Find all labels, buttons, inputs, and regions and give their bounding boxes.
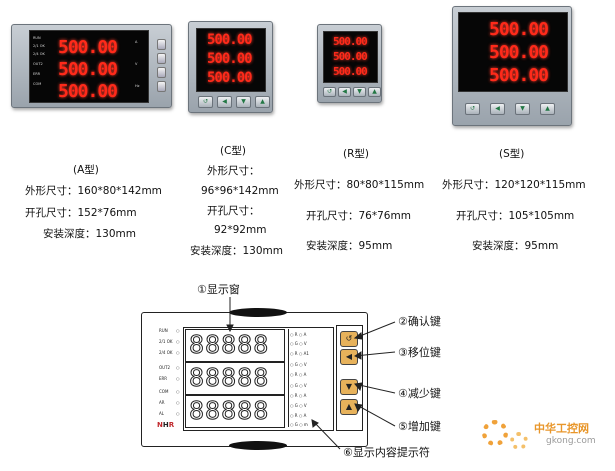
indicator-1: ○ R ○ A xyxy=(290,332,307,337)
spec-a-outline: 外形尺寸：160*80*142mm xyxy=(25,185,162,197)
indicator-8: ○ G ○ V xyxy=(290,403,307,408)
spec-a-title: (A型) xyxy=(73,164,99,176)
spec-c-cutout-label: 开孔尺寸： xyxy=(207,205,260,217)
indicator-9: ○ R ○ A xyxy=(290,413,307,418)
display-reading-3: 88888 xyxy=(188,396,270,425)
spec-a-depth: 安装深度：130mm xyxy=(43,228,136,240)
indicator-6: ○ G ○ V xyxy=(290,383,307,388)
meter-r: 500.00 500.00 500.00 ↺ ◀ ▼ ▲ xyxy=(317,24,382,103)
indicator-3: ○ R ○ A1 xyxy=(290,351,309,356)
spec-s-title: (S型) xyxy=(499,148,525,160)
meter-a-up-button[interactable] xyxy=(157,81,166,92)
shift-button[interactable]: ◀ xyxy=(340,349,358,365)
meter-s-reading-2: 500.00 xyxy=(489,42,549,63)
indicator-4: ○ G ○ V xyxy=(290,362,307,367)
meter-s-down-button[interactable]: ▼ xyxy=(515,103,530,115)
meter-a-down-button[interactable] xyxy=(157,67,166,78)
display-reading-1: 88888 xyxy=(188,330,270,359)
indicator-7: ○ R ○ A xyxy=(290,393,307,398)
display-row-1: 88888 xyxy=(185,329,285,362)
spec-r-outline: 外形尺寸：80*80*115mm xyxy=(294,179,425,191)
spec-s-cutout: 开孔尺寸：105*105mm xyxy=(456,210,575,222)
meter-c-shift-button[interactable]: ◀ xyxy=(217,96,232,108)
spec-c-cutout-value: 92*92mm xyxy=(214,224,267,236)
spec-c-title: (C型) xyxy=(220,145,247,157)
meter-a-reading-1: 500.00 xyxy=(58,37,118,58)
meter-c-confirm-button[interactable]: ↺ xyxy=(198,96,213,108)
meter-r-up-button[interactable]: ▲ xyxy=(368,87,381,97)
callout-shift-key: ③移位键 xyxy=(398,346,441,359)
meter-r-down-button[interactable]: ▼ xyxy=(353,87,366,97)
indicator-2: ○ G ○ V xyxy=(290,341,307,346)
meter-s-shift-button[interactable]: ◀ xyxy=(490,103,505,115)
spec-s-depth: 安装深度：95mm xyxy=(472,240,559,252)
meter-s-up-button[interactable]: ▲ xyxy=(540,103,555,115)
meter-a-shift-button[interactable] xyxy=(157,53,166,64)
gear-icon xyxy=(482,420,508,446)
meter-c-screen: 500.00 500.00 500.00 xyxy=(196,28,266,92)
callout-increase-key: ⑤增加键 xyxy=(398,420,441,433)
spec-r-cutout: 开孔尺寸：76*76mm xyxy=(306,210,411,222)
meter-s-screen: 500.00 500.00 500.00 xyxy=(458,12,568,92)
gear-icon-small xyxy=(510,432,528,450)
meter-c-reading-3: 500.00 xyxy=(207,70,253,86)
spec-r-depth: 安装深度：95mm xyxy=(306,240,393,252)
meter-s: 500.00 500.00 500.00 ↺ ◀ ▼ ▲ xyxy=(452,6,572,126)
display-reading-2: 88888 xyxy=(188,363,270,392)
meter-s-reading-3: 500.00 xyxy=(489,65,549,86)
decrease-button[interactable]: ▼ xyxy=(340,379,358,395)
meter-r-reading-3: 500.00 xyxy=(333,65,368,78)
meter-c-up-button[interactable]: ▲ xyxy=(255,96,270,108)
spec-a-cutout: 开孔尺寸：152*76mm xyxy=(25,207,137,219)
meter-r-reading-1: 500.00 xyxy=(333,35,368,48)
meter-s-reading-1: 500.00 xyxy=(489,19,549,40)
spec-c-outline-value: 96*96*142mm xyxy=(201,185,279,197)
meter-c-down-button[interactable]: ▼ xyxy=(236,96,251,108)
spec-c-outline-label: 外形尺寸： xyxy=(207,165,260,177)
meter-a-confirm-button[interactable] xyxy=(157,39,166,50)
diagram-logo: NHR xyxy=(157,421,175,429)
callout-confirm-key: ②确认键 xyxy=(398,315,441,328)
spec-s-outline: 外形尺寸：120*120*115mm xyxy=(442,179,586,191)
panel-diagram: RUN 2/1 OK 2/4 OK OUT2 ERR COM AR AL ○ ○… xyxy=(141,308,368,450)
watermark-url: gkong.com xyxy=(546,436,596,446)
indicator-5: ○ R ○ A xyxy=(290,372,307,377)
meter-a-screen: RUN 2/1 OK 2/4 OK OUT2 ERR COM 500.00 50… xyxy=(29,30,149,103)
display-row-3: 88888 xyxy=(185,395,285,428)
indicator-10: ○ G ○ m xyxy=(290,422,308,427)
meter-a: RUN 2/1 OK 2/4 OK OUT2 ERR COM 500.00 50… xyxy=(11,24,172,108)
confirm-button[interactable]: ↺ xyxy=(340,331,358,347)
meter-r-screen: 500.00 500.00 500.00 xyxy=(323,31,378,83)
spec-c-depth: 安装深度：130mm xyxy=(190,245,283,257)
meter-a-reading-2: 500.00 xyxy=(58,59,118,80)
meter-r-reading-2: 500.00 xyxy=(333,50,368,63)
meter-c-reading-1: 500.00 xyxy=(207,32,253,48)
callout-display-window: ①显示窗 xyxy=(197,283,240,296)
meter-r-shift-button[interactable]: ◀ xyxy=(338,87,351,97)
meter-c-reading-2: 500.00 xyxy=(207,51,253,67)
display-window: 88888 88888 88888 ○ R ○ A ○ G ○ V ○ R ○ … xyxy=(183,327,334,431)
callout-display-prompt: ⑥显示内容提示符 xyxy=(343,446,430,459)
watermark-title: 中华工控网 xyxy=(534,422,589,435)
meter-s-confirm-button[interactable]: ↺ xyxy=(465,103,480,115)
display-row-2: 88888 xyxy=(185,362,285,395)
meter-c: 500.00 500.00 500.00 ↺ ◀ ▼ ▲ xyxy=(188,21,273,113)
meter-a-reading-3: 500.00 xyxy=(58,81,118,102)
callout-decrease-key: ④减少键 xyxy=(398,387,441,400)
meter-r-confirm-button[interactable]: ↺ xyxy=(323,87,336,97)
spec-r-title: (R型) xyxy=(343,148,369,160)
